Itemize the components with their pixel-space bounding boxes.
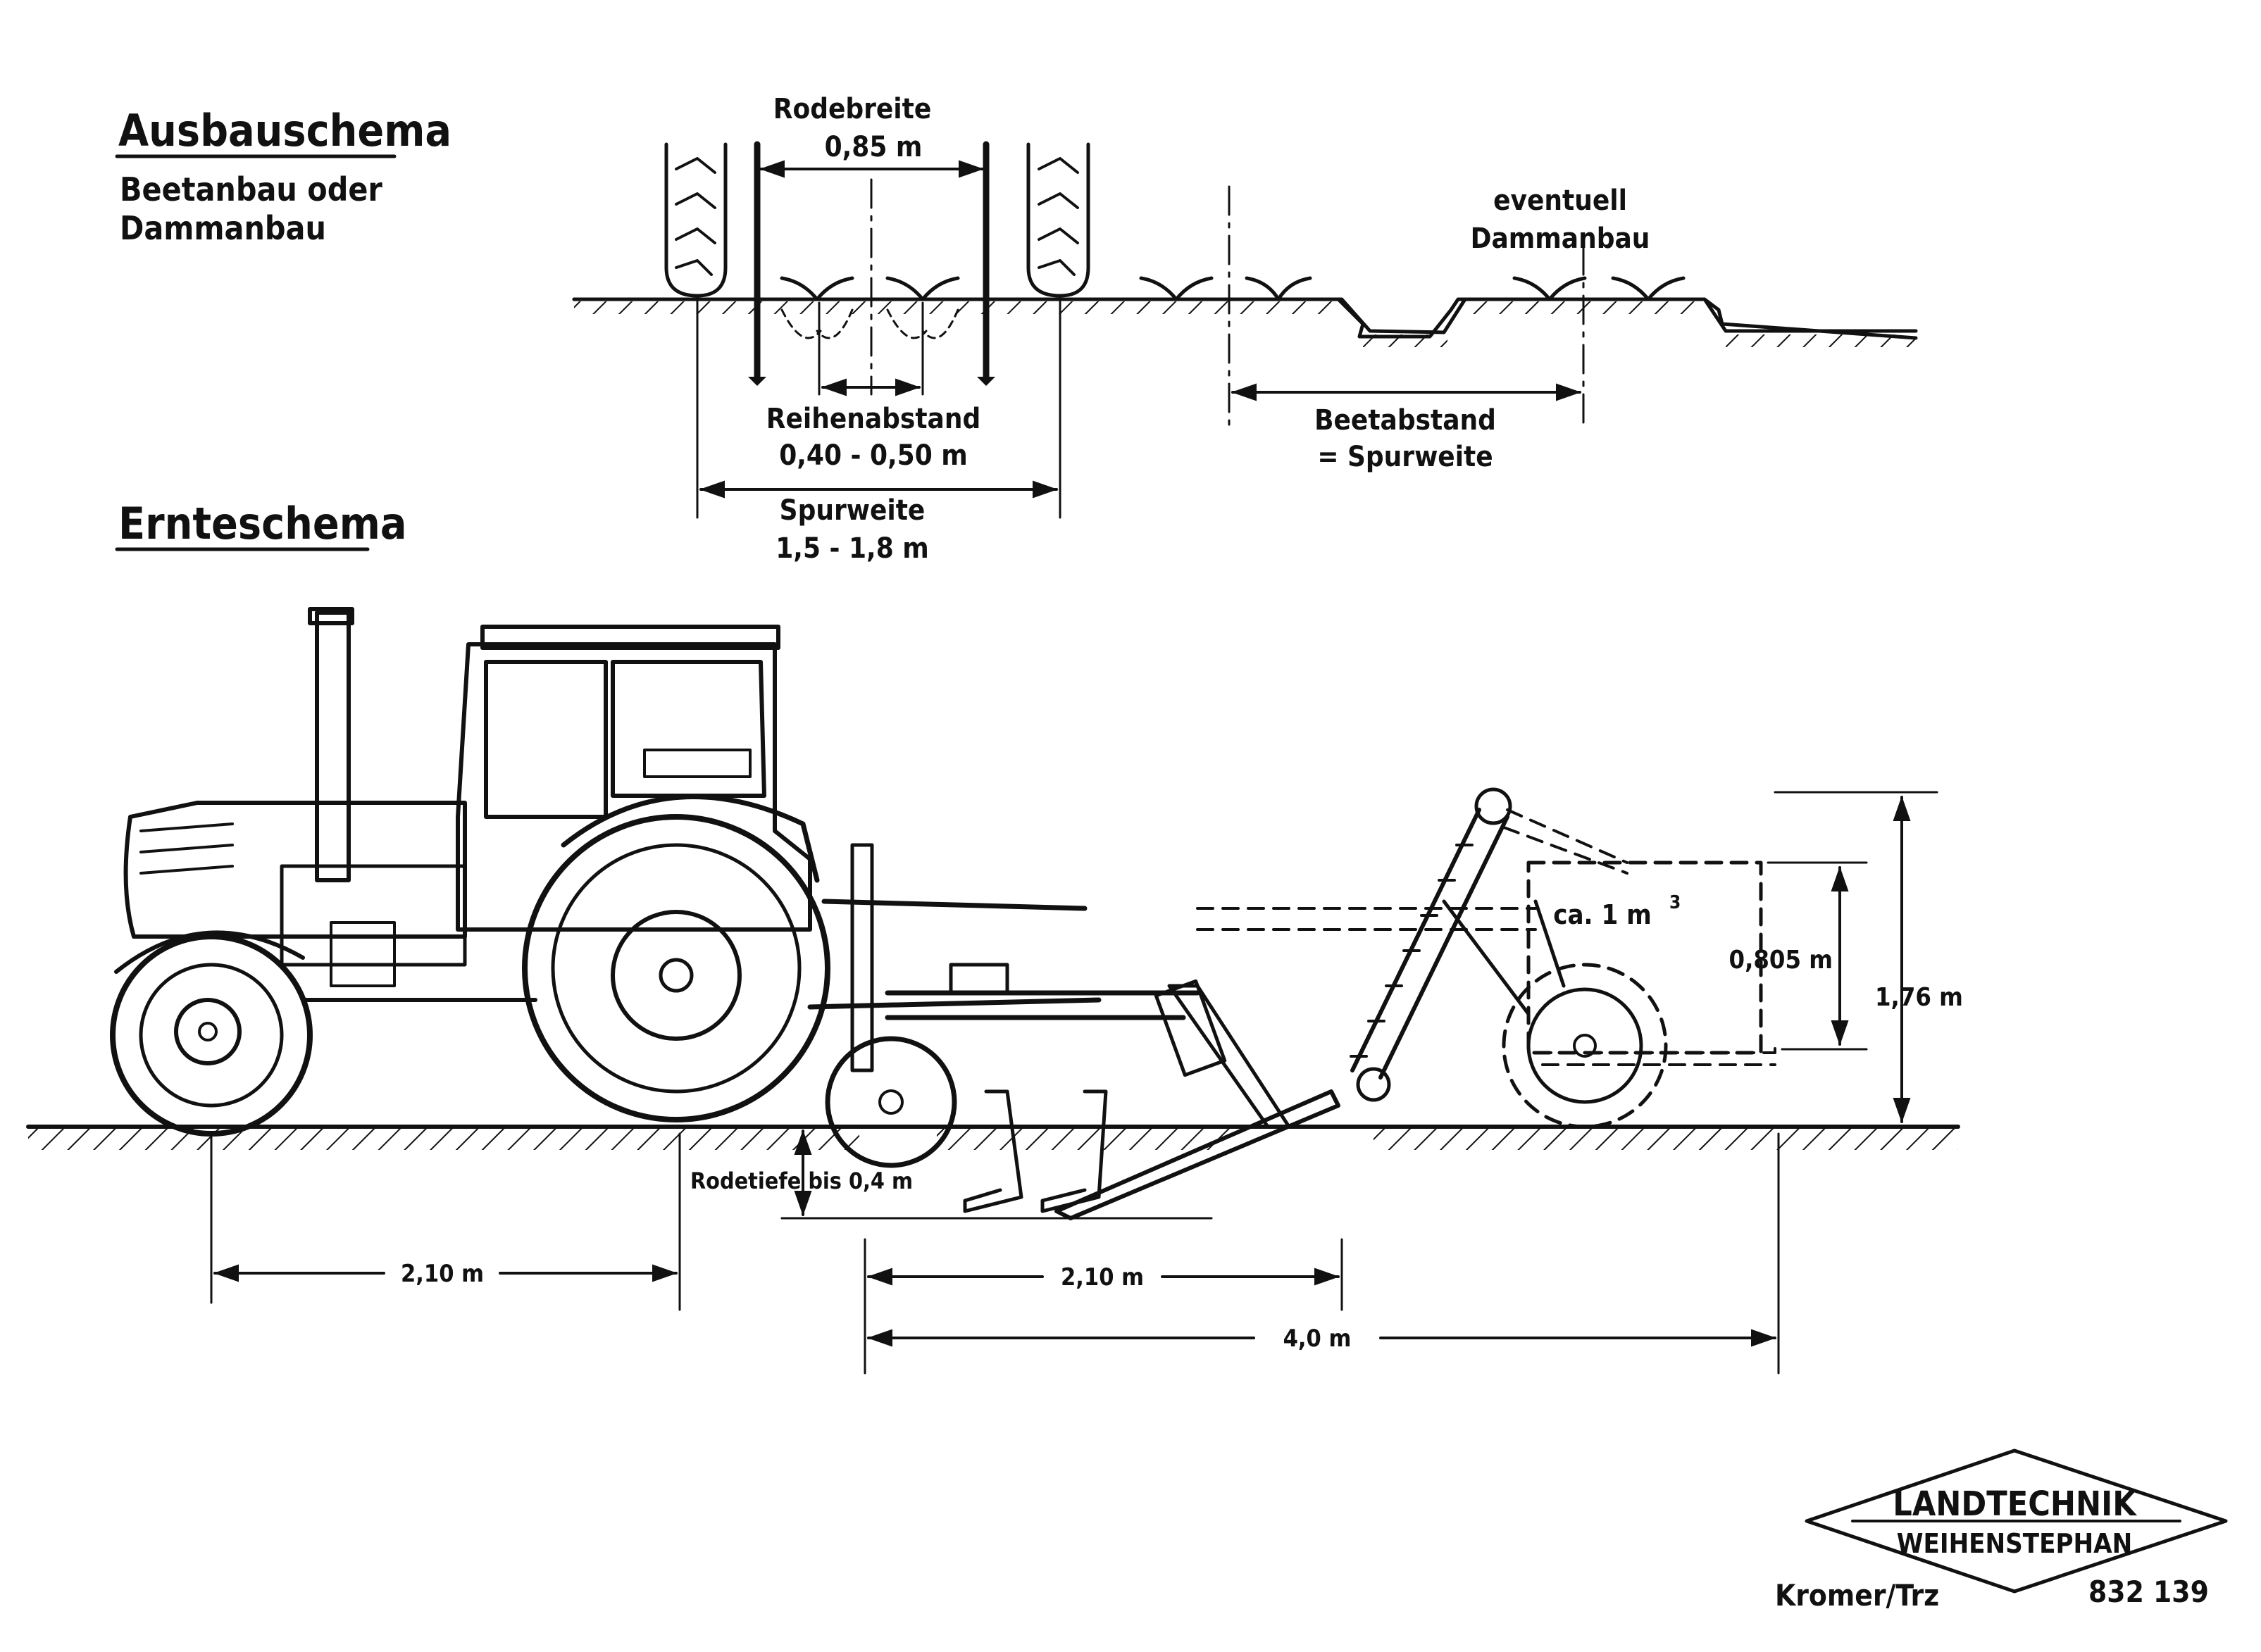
tractor bbox=[110, 607, 1102, 1137]
footer: LANDTECHNIK WEIHENSTEPHAN Kromer/Trz 832… bbox=[1775, 1448, 2228, 1613]
overall-length-label: 4,0 m bbox=[1283, 1325, 1352, 1353]
digging-depth-label: Rodetiefe bis 0,4 m bbox=[690, 1168, 913, 1194]
lower-link bbox=[807, 997, 1102, 1010]
digging-share bbox=[1054, 1089, 1340, 1220]
bunker-volume: ca. 1 m bbox=[1553, 899, 1652, 930]
bunker-volume-exponent: 3 bbox=[1669, 892, 1681, 913]
cab-roof bbox=[480, 625, 780, 650]
logo-line-1: LANDTECHNIK bbox=[1893, 1484, 2137, 1524]
total-height-label: 1,76 m bbox=[1875, 983, 1963, 1012]
drawing-number: 832 139 bbox=[2088, 1575, 2209, 1609]
harvest-schema-heading: Ernteschema bbox=[118, 498, 406, 549]
engine-hood bbox=[123, 801, 467, 939]
elevator bbox=[1350, 808, 1481, 1072]
rodebreite-value: 0,85 m bbox=[825, 131, 923, 163]
harvest-schema: Ernteschema bbox=[26, 498, 1963, 1375]
author-initials: Kromer/Trz bbox=[1775, 1578, 1939, 1613]
tire-tread-right bbox=[1026, 142, 1090, 298]
bunker bbox=[1526, 861, 1763, 1055]
landtechnik-logo: LANDTECHNIK WEIHENSTEPHAN bbox=[1805, 1448, 2228, 1594]
spurweite-label: Spurweite bbox=[780, 494, 926, 527]
tractor-wheelbase-label: 2,10 m bbox=[401, 1260, 484, 1288]
depth-wheel bbox=[825, 1036, 957, 1168]
rear-fender bbox=[561, 794, 820, 883]
planting-subheading-1: Beetanbau oder bbox=[120, 170, 382, 208]
engine-block bbox=[280, 864, 467, 967]
cab-door-window bbox=[484, 660, 608, 819]
beetabstand-label: Beetabstand bbox=[1314, 404, 1496, 437]
harvester bbox=[825, 787, 1776, 1220]
logo-line-2: WEIHENSTEPHAN bbox=[1897, 1528, 2132, 1559]
planting-schema-heading: Ausbauschema bbox=[118, 105, 451, 156]
exhaust-pipe bbox=[315, 611, 351, 882]
field-surface-profile bbox=[572, 297, 1918, 347]
beetabstand-sublabel: = Spurweite bbox=[1317, 441, 1493, 473]
top-link bbox=[821, 899, 1088, 911]
bunker-height-label: 0,805 m bbox=[1729, 946, 1833, 975]
harvester-length-label: 2,10 m bbox=[1061, 1263, 1144, 1291]
tire-tread-left bbox=[664, 142, 728, 298]
eventuell-label-2: Dammanbau bbox=[1471, 223, 1650, 255]
reihenabstand-value: 0,40 - 0,50 m bbox=[779, 439, 968, 472]
digging-blade-left bbox=[748, 141, 766, 386]
ground-line bbox=[26, 1125, 1960, 1150]
rodebreite-label: Rodebreite bbox=[773, 93, 932, 125]
eventuell-label-1: eventuell bbox=[1493, 184, 1627, 217]
planting-schema: Ausbauschema Beetanbau oder Dammanbau bbox=[115, 93, 1918, 565]
gearbox bbox=[949, 963, 1009, 995]
cab bbox=[456, 642, 812, 932]
cab-window bbox=[611, 660, 766, 798]
digging-blade-right bbox=[977, 141, 995, 386]
planting-subheading-2: Dammanbau bbox=[120, 209, 326, 247]
spurweite-value: 1,5 - 1,8 m bbox=[776, 532, 929, 565]
reihenabstand-label: Reihenabstand bbox=[766, 403, 980, 435]
rear-wheel bbox=[522, 814, 830, 1122]
bunker-wheel bbox=[1502, 963, 1668, 1129]
